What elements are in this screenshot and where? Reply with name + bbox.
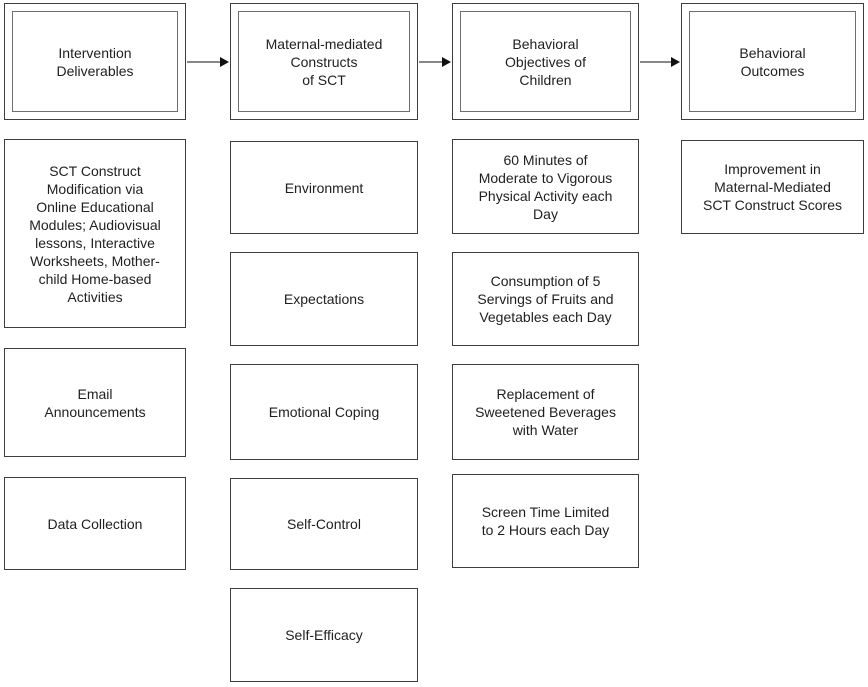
flow-arrow-icon <box>640 56 680 68</box>
box-expectations: Expectations <box>230 252 418 346</box>
box-label: Emotional Coping <box>268 404 380 420</box>
header-inner-frame: Maternal-mediated Constructs of SCT <box>238 11 410 112</box>
box-label: 60 Minutes of Moderate to Vigorous Physi… <box>478 151 613 222</box>
box-label: Data Collection <box>47 515 143 532</box>
arrow-head <box>442 57 451 67</box>
arrow-line <box>187 61 222 63</box>
box-sct-construct-modification: SCT Construct Modification via Online Ed… <box>4 139 186 328</box>
box-sweetened-beverages: Replacement of Sweetened Beverages with … <box>452 364 639 460</box>
header-label: Intervention Deliverables <box>56 44 134 79</box>
box-fruits-vegetables: Consumption of 5 Servings of Fruits and … <box>452 252 639 346</box>
header-box-maternal-mediated-constructs: Maternal-mediated Constructs of SCT <box>230 3 418 120</box>
box-label: Improvement in Maternal-Mediated SCT Con… <box>702 161 842 213</box>
box-data-collection: Data Collection <box>4 477 186 570</box>
box-label: SCT Construct Modification via Online Ed… <box>29 162 161 305</box>
box-improvement-sct-scores: Improvement in Maternal-Mediated SCT Con… <box>681 140 864 234</box>
header-label: Behavioral Objectives of Children <box>505 35 586 88</box>
box-label: Self-Efficacy <box>285 627 363 643</box>
box-label: Replacement of Sweetened Beverages with … <box>475 386 616 438</box>
flow-arrow-icon <box>419 56 451 68</box>
header-inner-frame: Intervention Deliverables <box>12 11 178 112</box>
header-box-intervention-deliverables: Intervention Deliverables <box>4 3 186 120</box>
arrow-head <box>220 57 229 67</box>
box-environment: Environment <box>230 141 418 234</box>
header-inner-frame: Behavioral Outcomes <box>689 11 856 112</box>
arrow-line <box>419 61 444 63</box>
box-self-efficacy: Self-Efficacy <box>230 588 418 682</box>
box-self-control: Self-Control <box>230 478 418 570</box>
box-label: Consumption of 5 Servings of Fruits and … <box>477 273 614 325</box>
flow-arrow-icon <box>187 56 229 68</box>
header-inner-frame: Behavioral Objectives of Children <box>460 11 631 112</box>
header-label: Behavioral Outcomes <box>739 44 806 79</box>
box-label: Expectations <box>283 291 365 307</box>
box-physical-activity: 60 Minutes of Moderate to Vigorous Physi… <box>452 139 639 234</box>
box-label: Email Announcements <box>44 385 146 420</box>
arrow-line <box>640 61 673 63</box>
box-email-announcements: Email Announcements <box>4 348 186 457</box>
box-label: Self-Control <box>287 516 361 532</box>
header-box-behavioral-objectives: Behavioral Objectives of Children <box>452 3 639 120</box>
header-label: Maternal-mediated Constructs of SCT <box>265 35 383 88</box>
box-label: Screen Time Limited to 2 Hours each Day <box>481 504 610 538</box>
header-box-behavioral-outcomes: Behavioral Outcomes <box>681 3 864 120</box>
box-emotional-coping: Emotional Coping <box>230 364 418 460</box>
box-label: Environment <box>284 179 364 196</box>
box-screen-time: Screen Time Limited to 2 Hours each Day <box>452 474 639 568</box>
arrow-head <box>671 57 680 67</box>
